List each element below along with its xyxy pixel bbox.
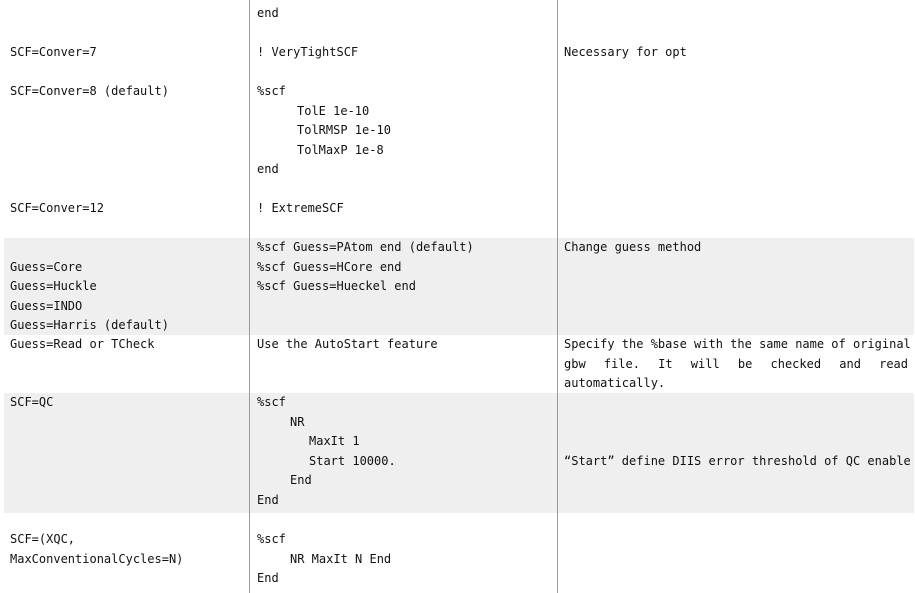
keyword-line: Guess=Core <box>10 259 83 274</box>
gaussian-keyword-cell: SCF=Conver=8 (default) <box>10 82 250 182</box>
note-line: Necessary for opt <box>564 45 687 59</box>
code-line: Start 10000. <box>309 453 396 468</box>
table-row: SCF=Conver=8 (default) %scf TolE 1e-10 T… <box>4 82 914 182</box>
code-line: %scf Guess=PAtom end (default) <box>257 240 474 254</box>
keyword-line: SCF=(XQC, <box>10 532 76 546</box>
code-line: End <box>290 473 312 487</box>
note-cell: Necessary for opt <box>564 43 908 63</box>
orca-input-cell: %scf Guess=PAtom end (default) %scf Gues… <box>257 238 557 335</box>
orca-input-cell: end <box>257 4 557 24</box>
note-cell: Change guess method <box>564 238 908 335</box>
column-divider <box>249 0 250 593</box>
gaussian-keyword-cell: Guess=Core Guess=Huckle Guess=INDO Guess… <box>10 238 250 335</box>
code-line: %scf Guess=HCore end <box>257 259 402 274</box>
code-line: TolE 1e-10 <box>297 103 370 118</box>
orca-input-cell: ! VeryTightSCF <box>257 43 557 63</box>
gaussian-keyword-cell: Guess=Read or TCheck <box>10 335 250 393</box>
keyword-line: SCF=QC <box>10 395 54 409</box>
keyword-line: SCF=Conver=8 (default) <box>10 84 169 98</box>
code-line: %scf <box>257 395 286 409</box>
code-line: %scf <box>257 84 286 98</box>
note-line: gbw file. It will be checked and read <box>564 356 908 371</box>
gaussian-keyword-cell: SCF=Conver=7 <box>10 43 250 63</box>
code-line: %scf Guess=Hueckel end <box>257 279 416 293</box>
note-line: Change guess method <box>564 240 702 254</box>
code-line: MaxIt 1 <box>309 434 360 448</box>
keyword-line: SCF=Conver=7 <box>10 45 97 59</box>
note-line: Specify the %base with the same name of … <box>564 337 911 351</box>
code-line: TolRMSP 1e-10 <box>297 123 391 137</box>
note-cell: Specify the %base with the same name of … <box>564 335 911 393</box>
table-row: SCF=QC %scf NR MaxIt 1 Start 10000. End … <box>4 393 914 513</box>
code-line: ! ExtremeSCF <box>257 201 344 215</box>
code-line: end <box>257 162 279 176</box>
code-line: end <box>257 6 279 20</box>
code-line: %scf <box>257 532 286 546</box>
orca-input-cell: %scf NR MaxIt 1 Start 10000. End End <box>257 393 557 513</box>
table-row: SCF=Conver=7 ! VeryTightSCF Necessary fo… <box>4 43 914 63</box>
table-row: end <box>4 4 914 24</box>
table-row: SCF=(XQC, MaxConventionalCycles=N) %scf … <box>4 530 914 590</box>
gaussian-keyword-cell: SCF=Conver=12 <box>10 199 250 219</box>
keyword-line: Guess=INDO <box>10 298 83 313</box>
keyword-line: MaxConventionalCycles=N) <box>10 551 184 566</box>
orca-input-cell: ! ExtremeSCF <box>257 199 557 219</box>
table-row: SCF=Conver=12 ! ExtremeSCF <box>4 199 914 219</box>
code-line: TolMaxP 1e-8 <box>297 142 384 157</box>
code-line: End <box>257 571 279 585</box>
code-line: Use the AutoStart feature <box>257 337 438 351</box>
table-row: Guess=Core Guess=Huckle Guess=INDO Guess… <box>4 238 914 335</box>
code-line: ! VeryTightSCF <box>257 45 359 59</box>
keyword-line: Guess=Harris (default) <box>10 318 169 332</box>
gaussian-keyword-cell: SCF=(XQC, MaxConventionalCycles=N) <box>10 530 250 590</box>
code-line: End <box>257 492 279 507</box>
gaussian-keyword-cell: SCF=QC <box>10 393 250 513</box>
keyword-line: Guess=Read or TCheck <box>10 337 155 351</box>
code-line: NR MaxIt N End <box>290 551 392 566</box>
code-line: NR <box>290 414 305 429</box>
orca-input-cell: %scf NR MaxIt N End End <box>257 530 557 590</box>
orca-input-cell: %scf TolE 1e-10 TolRMSP 1e-10 TolMaxP 1e… <box>257 82 557 182</box>
orca-input-cell: Use the AutoStart feature <box>257 335 557 393</box>
note-line: automatically. <box>564 376 666 390</box>
note-line: “Start” define DIIS error threshold of Q… <box>564 453 911 468</box>
keyword-line: SCF=Conver=12 <box>10 201 104 215</box>
keyword-line: Guess=Huckle <box>10 279 97 293</box>
column-divider <box>557 0 558 593</box>
table-row: Guess=Read or TCheck Use the AutoStart f… <box>4 335 914 393</box>
note-cell: “Start” define DIIS error threshold of Q… <box>564 393 911 513</box>
